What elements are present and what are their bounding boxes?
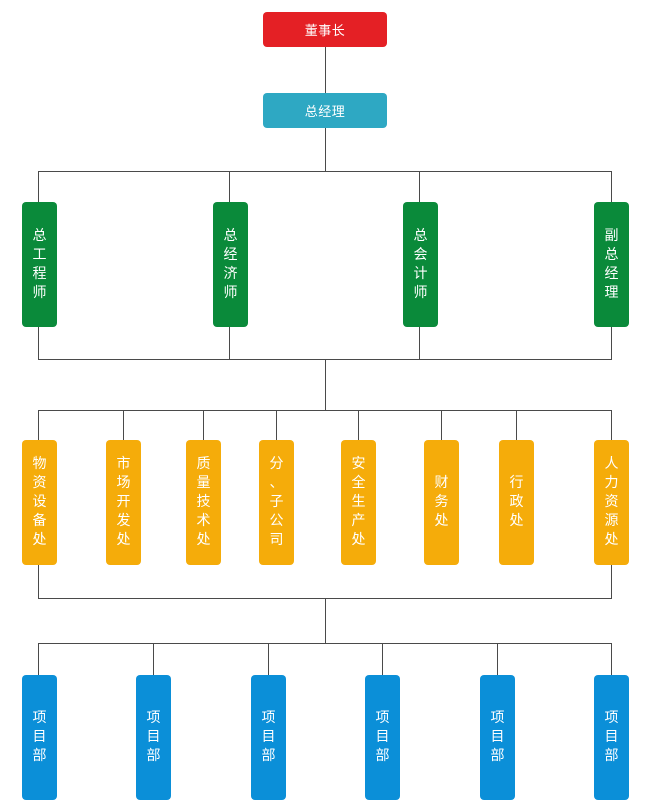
connector-line	[203, 410, 204, 440]
department-node: 物资设备处	[22, 440, 57, 565]
department-node: 质量技术处	[186, 440, 221, 565]
node-label: 分、子公司	[269, 456, 284, 548]
node-label: 财务处	[434, 475, 449, 529]
connector-line	[268, 643, 269, 675]
connector-line	[38, 171, 612, 172]
project-node: 项目部	[136, 675, 171, 800]
general-manager-node: 总经理	[263, 93, 387, 128]
connector-line	[358, 410, 359, 440]
connector-line	[325, 598, 326, 643]
project-node: 项目部	[480, 675, 515, 800]
connector-line	[325, 359, 326, 410]
executive-node: 总会计师	[403, 202, 438, 327]
node-label: 总经济师	[223, 227, 238, 301]
node-label: 副总经理	[604, 227, 619, 301]
department-node: 财务处	[424, 440, 459, 565]
node-label: 市场开发处	[116, 456, 131, 548]
node-label: 质量技术处	[196, 456, 211, 548]
node-label: 总工程师	[32, 227, 47, 301]
node-label: 项目部	[146, 710, 161, 764]
connector-line	[441, 410, 442, 440]
node-label: 项目部	[604, 710, 619, 764]
project-node: 项目部	[22, 675, 57, 800]
connector-line	[153, 643, 154, 675]
connector-line	[123, 410, 124, 440]
executive-node: 总经济师	[213, 202, 248, 327]
node-label: 项目部	[32, 710, 47, 764]
node-label: 人力资源处	[604, 456, 619, 548]
connector-line	[516, 410, 517, 440]
project-node: 项目部	[365, 675, 400, 800]
node-label: 项目部	[490, 710, 505, 764]
connector-line	[611, 643, 612, 675]
connector-line	[38, 643, 612, 644]
connector-line	[382, 643, 383, 675]
department-node: 人力资源处	[594, 440, 629, 565]
department-node: 市场开发处	[106, 440, 141, 565]
connector-line	[38, 643, 39, 675]
department-node: 分、子公司	[259, 440, 294, 565]
node-label: 总会计师	[413, 227, 428, 301]
node-label: 安全生产处	[351, 456, 366, 548]
department-node: 安全生产处	[341, 440, 376, 565]
node-label: 项目部	[261, 710, 276, 764]
connector-line	[497, 643, 498, 675]
chairman-node: 董事长	[263, 12, 387, 47]
project-node: 项目部	[251, 675, 286, 800]
project-node: 项目部	[594, 675, 629, 800]
executive-node: 总工程师	[22, 202, 57, 327]
connector-line	[276, 410, 277, 440]
connector-line	[325, 47, 326, 93]
node-label: 行政处	[509, 475, 524, 529]
node-label: 物资设备处	[32, 456, 47, 548]
executive-node: 副总经理	[594, 202, 629, 327]
node-label: 项目部	[375, 710, 390, 764]
connector-line	[38, 410, 612, 411]
department-node: 行政处	[499, 440, 534, 565]
connector-line	[325, 128, 326, 171]
